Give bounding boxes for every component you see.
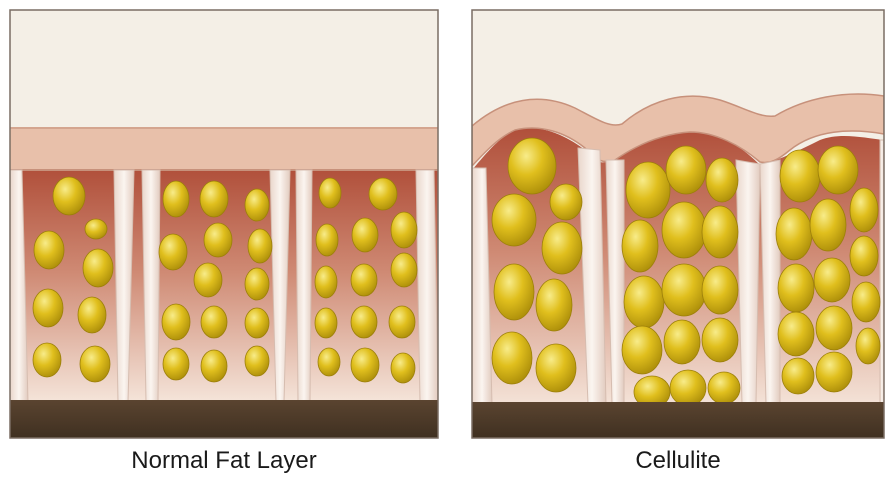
normal-fat-caption: Normal Fat Layer: [10, 440, 438, 481]
muscle-layer: [472, 402, 884, 440]
fat-cell: [780, 150, 820, 202]
fat-cell: [318, 348, 340, 376]
fat-cell: [391, 212, 417, 248]
fat-cell: [351, 348, 379, 382]
fat-cell: [80, 346, 110, 382]
fat-cell: [389, 306, 415, 338]
normal-fat-panel: [10, 10, 438, 440]
fat-cell: [245, 308, 269, 338]
fat-cell: [776, 208, 812, 260]
fat-cell: [194, 263, 222, 297]
fat-cell: [706, 158, 738, 202]
fat-cell: [351, 264, 377, 296]
fat-cell: [204, 223, 232, 257]
fat-layer-illustration: [0, 0, 886, 440]
fat-cell: [670, 370, 706, 406]
fat-cell: [391, 253, 417, 287]
septum: [416, 170, 438, 402]
fat-cell: [702, 206, 738, 258]
fat-cell: [810, 199, 846, 251]
fat-cell: [316, 224, 338, 256]
fat-cell: [245, 346, 269, 376]
fat-cell: [662, 202, 706, 258]
fat-cell: [352, 218, 378, 252]
fat-cell: [85, 219, 107, 239]
fat-cell: [778, 312, 814, 356]
fat-cell: [163, 181, 189, 217]
muscle-layer: [10, 400, 438, 440]
fat-cell: [622, 326, 662, 374]
fat-cell: [816, 306, 852, 350]
fat-cell: [708, 372, 740, 404]
fat-cell: [508, 138, 556, 194]
fat-cell: [624, 276, 664, 328]
fat-cell: [369, 178, 397, 210]
fat-cell: [850, 236, 878, 276]
fat-cell: [319, 178, 341, 208]
fat-cell: [83, 249, 113, 287]
cellulite-caption: Cellulite: [472, 440, 884, 481]
fat-cell: [662, 264, 706, 316]
fat-cell: [622, 220, 658, 272]
skin-layer: [10, 128, 438, 170]
fat-cell: [818, 146, 858, 194]
fat-cell: [33, 289, 63, 327]
fat-cell: [159, 234, 187, 270]
fat-cell: [492, 332, 532, 384]
fat-cell: [245, 189, 269, 221]
fat-cell: [33, 343, 61, 377]
fat-cell: [245, 268, 269, 300]
fat-cell: [162, 304, 190, 340]
septum: [296, 170, 312, 402]
fat-cell: [53, 177, 85, 215]
fat-cell: [550, 184, 582, 220]
fat-cell: [816, 352, 852, 392]
fat-cell: [315, 266, 337, 298]
fat-cell: [778, 264, 814, 312]
fat-cell: [351, 306, 377, 338]
fat-cell: [201, 306, 227, 338]
fat-cell: [702, 266, 738, 314]
fat-cell: [542, 222, 582, 274]
fat-cell: [856, 328, 880, 364]
fat-cell: [536, 344, 576, 392]
fat-cell: [163, 348, 189, 380]
fat-cell: [34, 231, 64, 269]
fat-cell: [814, 258, 850, 302]
fat-cell: [78, 297, 106, 333]
fat-cell: [850, 188, 878, 232]
fat-cell: [391, 353, 415, 383]
fat-cell: [201, 350, 227, 382]
fat-cell: [536, 279, 572, 331]
fat-cell: [852, 282, 880, 322]
fat-cell: [494, 264, 534, 320]
fat-cell: [664, 320, 700, 364]
fat-cell: [492, 194, 536, 246]
fat-cell: [782, 358, 814, 394]
cellulite-panel: [472, 10, 884, 440]
fat-cell: [626, 162, 670, 218]
fat-cell: [315, 308, 337, 338]
fat-cell: [702, 318, 738, 362]
fat-cell: [666, 146, 706, 194]
fat-cell: [200, 181, 228, 217]
fat-cell: [248, 229, 272, 263]
